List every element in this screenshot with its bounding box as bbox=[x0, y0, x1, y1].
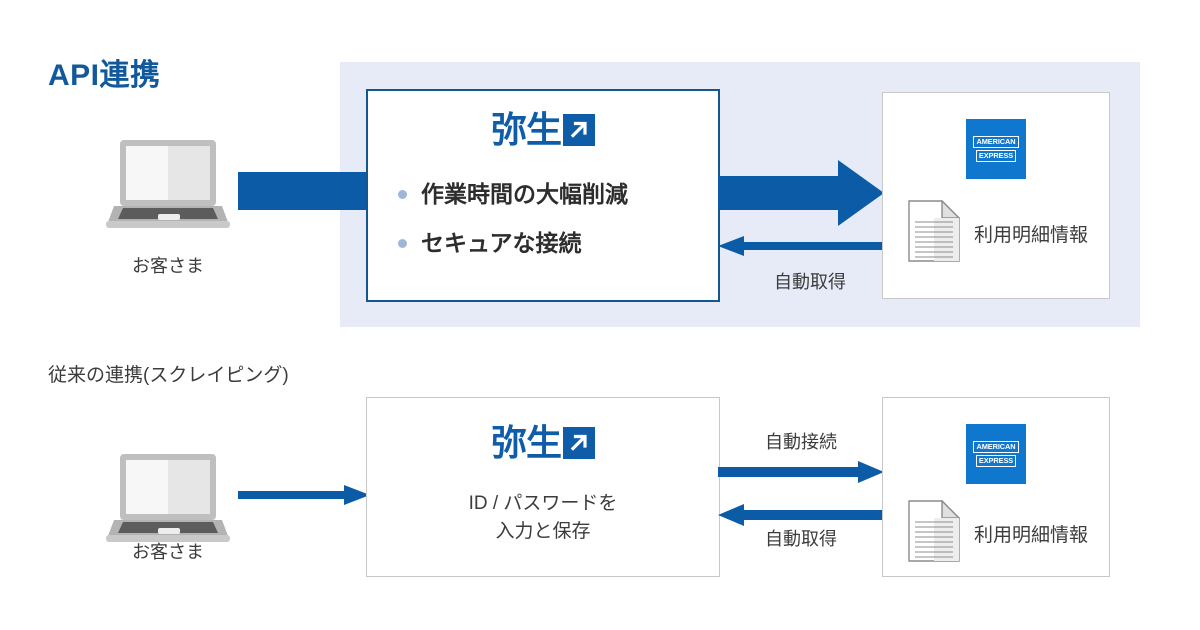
yayoi-logo-legacy: 弥生 bbox=[366, 425, 720, 461]
arrow-customer-to-yayoi-legacy bbox=[238, 483, 370, 512]
arrow-card-to-yayoi-legacy bbox=[718, 503, 884, 532]
statement-row-legacy: 利用明細情報 bbox=[908, 499, 1089, 567]
legacy-section-title: 従来の連携(スクレイピング) bbox=[48, 365, 289, 386]
document-icon bbox=[908, 499, 961, 567]
arrow-card-to-yayoi-api bbox=[718, 234, 884, 263]
arrow-up-right-box-icon bbox=[563, 427, 595, 459]
customer-label-legacy: お客さま bbox=[132, 542, 204, 562]
api-benefits-list: 作業時間の大幅削減 セキュアな接続 bbox=[398, 181, 698, 281]
amex-line-2: EXPRESS bbox=[975, 150, 1017, 163]
arrow-customer-to-yayoi-api bbox=[238, 172, 370, 215]
arrow-label-auto-get-api: 自動取得 bbox=[774, 272, 846, 292]
yayoi-panel-api bbox=[366, 89, 720, 302]
statement-row-api: 利用明細情報 bbox=[908, 199, 1089, 267]
amex-line-1: AMERICAN bbox=[973, 135, 1019, 148]
arrow-up-right-box-icon bbox=[563, 114, 595, 146]
list-item: 作業時間の大幅削減 bbox=[398, 181, 698, 207]
yayoi-logo-text: 弥生 bbox=[490, 422, 562, 463]
american-express-logo-api: AMERICAN EXPRESS bbox=[966, 119, 1026, 179]
bullet-dot-icon bbox=[398, 190, 407, 200]
bullet-dot-icon bbox=[398, 239, 407, 249]
yayoi-panel-legacy bbox=[366, 397, 720, 577]
laptop-icon-api bbox=[106, 138, 230, 230]
arrow-yayoi-to-card-legacy bbox=[718, 460, 884, 489]
customer-label-api: お客さま bbox=[132, 256, 204, 276]
american-express-logo-legacy: AMERICAN EXPRESS bbox=[966, 424, 1026, 484]
yayoi-logo-text: 弥生 bbox=[490, 109, 562, 150]
amex-line-2: EXPRESS bbox=[975, 455, 1017, 468]
legacy-caption-line-1: ID / パスワードを bbox=[468, 493, 618, 514]
arrow-yayoi-to-card-api bbox=[718, 160, 884, 231]
benefit-label-1: 作業時間の大幅削減 bbox=[421, 181, 628, 207]
legacy-caption-line-2: 入力と保存 bbox=[495, 520, 591, 542]
amex-line-1: AMERICAN bbox=[973, 440, 1019, 453]
statement-label-api: 利用明細情報 bbox=[974, 225, 1089, 246]
benefit-label-2: セキュアな接続 bbox=[421, 230, 582, 257]
statement-label-legacy: 利用明細情報 bbox=[974, 525, 1089, 546]
yayoi-logo-api: 弥生 bbox=[366, 112, 720, 148]
arrow-label-auto-get-legacy: 自動取得 bbox=[765, 529, 837, 549]
document-icon bbox=[908, 199, 961, 267]
legacy-caption: ID / パスワードを 入力と保存 bbox=[366, 490, 720, 545]
laptop-icon-legacy bbox=[106, 452, 230, 544]
arrow-label-auto-connect-legacy: 自動接続 bbox=[765, 432, 837, 452]
list-item: セキュアな接続 bbox=[398, 230, 698, 257]
api-section-title: API連携 bbox=[48, 59, 161, 92]
